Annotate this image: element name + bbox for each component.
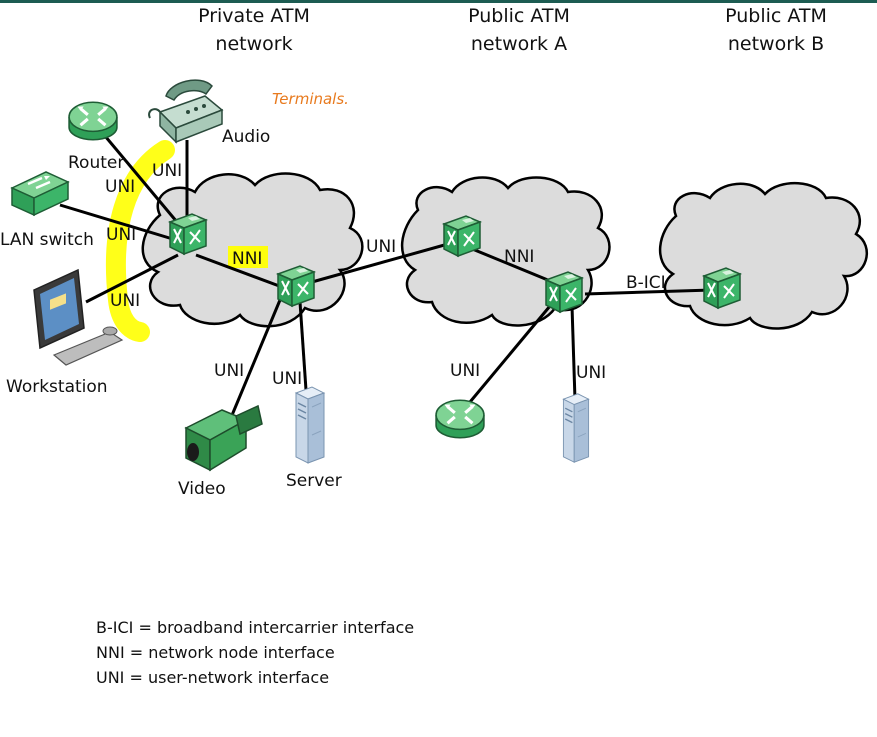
bici-label: B-ICI [626,273,666,293]
server-icon [295,386,325,464]
public-server-icon [562,393,590,463]
video-camera-icon [184,404,263,472]
uni-label-private-public: UNI [366,237,396,257]
uni-label-public-server: UNI [576,363,606,383]
nni-label-public-a: NNI [504,247,534,267]
public-a-atm-switch-2 [545,271,583,313]
uni-label-video: UNI [214,361,244,381]
legend: B-ICI = broadband intercarrier interface… [96,615,414,690]
public-network-a-title-line2: network A [471,33,567,55]
public-network-b-title-line1: Public ATM [725,5,827,27]
public-network-a-title-line1: Public ATM [468,5,570,27]
legend-item-uni: UNI = user-network interface [96,668,330,687]
audio-label: Audio [222,127,270,147]
top-border [0,0,877,3]
public-network-b-title-line2: network B [728,33,824,55]
video-label: Video [178,479,226,499]
public-a-atm-switch-1 [443,215,481,257]
private-network-title-line2: network [215,33,292,55]
uni-label-server: UNI [272,369,302,389]
legend-item-bici: B-ICI = broadband intercarrier interface [96,618,415,637]
legend-item-nni: NNI = network node interface [96,643,335,662]
terminals-annotation: Terminals. [272,90,349,108]
uni-label-workstation: UNI [110,291,140,311]
private-network-title-line1: Private ATM [198,5,310,27]
uni-label-lan-switch: UNI [106,225,136,245]
server-label: Server [286,471,342,491]
public-router-icon [434,398,486,440]
lan-switch-icon [10,171,70,217]
workstation-label: Workstation [6,377,108,397]
public-network-b-cloud [658,181,868,330]
connection-lines [59,129,713,421]
private-atm-switch-2 [277,265,315,307]
nni-label-private: NNI [232,249,262,269]
uni-label-audio: UNI [152,161,182,181]
public-b-atm-switch [703,267,741,309]
router-label: Router [68,153,124,173]
private-atm-switch-1 [169,213,207,255]
uni-label-public-router: UNI [450,361,480,381]
router-icon [67,100,119,142]
nni-highlight [228,246,268,268]
telephone-icon [148,79,224,144]
uni-label-router: UNI [105,177,135,197]
lan-switch-label: LAN switch [0,230,94,250]
uni-highlight-stroke [105,140,175,342]
workstation-icon [33,268,124,366]
